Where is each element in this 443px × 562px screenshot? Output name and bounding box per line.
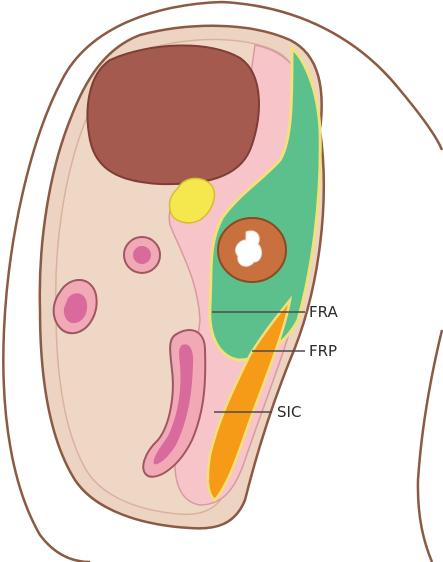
large-organ bbox=[87, 45, 259, 184]
fra-label: FRA bbox=[309, 303, 338, 321]
vessel-round-lumen bbox=[133, 246, 151, 264]
frp-label: FRP bbox=[309, 342, 337, 360]
sic-label: SIC bbox=[277, 403, 301, 421]
